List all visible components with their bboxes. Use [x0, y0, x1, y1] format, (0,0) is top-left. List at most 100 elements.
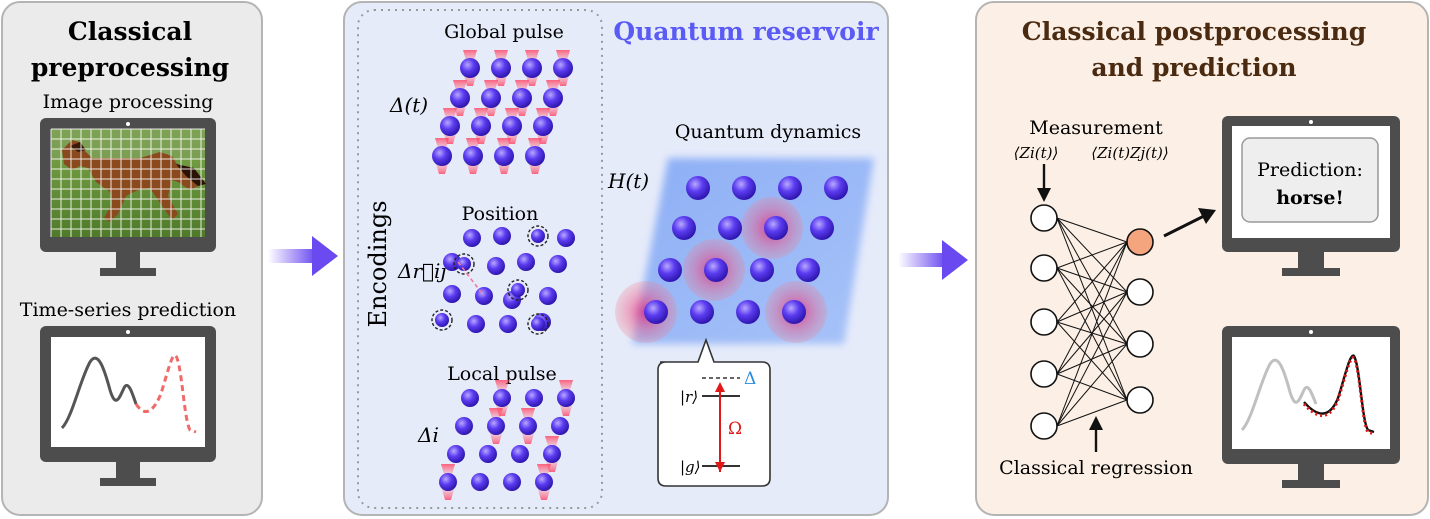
prediction-value: horse! — [1276, 187, 1344, 209]
network-edge — [1056, 373, 1128, 401]
output-arrow — [1163, 214, 1205, 238]
encodings-box — [357, 9, 603, 509]
global-pulse-lattice — [432, 50, 573, 174]
atom — [778, 176, 802, 200]
image-monitor — [40, 118, 216, 276]
input-node — [1030, 412, 1058, 440]
atom — [461, 389, 479, 407]
atom — [463, 146, 483, 166]
forecast-curve — [134, 353, 197, 434]
position-lattice — [431, 225, 575, 335]
atom — [531, 229, 545, 243]
network-edge — [1056, 241, 1128, 323]
preprocessing-panel: Classical preprocessing Image processing… — [1, 1, 263, 516]
output-node-active — [1126, 228, 1154, 256]
atom — [450, 88, 470, 108]
network-edge — [1056, 321, 1128, 401]
atom — [440, 116, 460, 136]
network-edge — [1056, 343, 1128, 427]
observable-pair: ⟨Zi(t)Zj(t)⟩ — [1091, 144, 1168, 162]
atom — [824, 176, 848, 200]
atom — [533, 116, 553, 136]
atom — [471, 473, 489, 491]
atom — [493, 227, 511, 245]
atom — [512, 88, 532, 108]
image-grid-overlay — [50, 128, 205, 237]
postprocessing-panel: Classical postprocessing and prediction … — [975, 1, 1429, 516]
atom — [736, 300, 760, 324]
atom — [447, 445, 465, 463]
atom — [493, 389, 511, 407]
network-edge — [1056, 291, 1128, 427]
reservoir-panel: Quantum reservoir Encodings Global pulse… — [343, 1, 889, 516]
atom — [557, 389, 575, 407]
local-pulse-lattice — [439, 380, 575, 500]
atom — [479, 445, 497, 463]
input-node — [1030, 204, 1058, 232]
time-series-label: Time-series prediction — [20, 299, 236, 321]
atom — [439, 473, 457, 491]
atom — [543, 445, 561, 463]
atom — [502, 116, 522, 136]
atom — [503, 473, 521, 491]
atom — [549, 255, 567, 273]
position-symbol: Δr⃗ij — [397, 259, 447, 283]
atom — [686, 176, 710, 200]
atom — [535, 473, 553, 491]
atom — [718, 216, 742, 240]
atom — [519, 417, 537, 435]
empty-site — [527, 313, 549, 335]
atom — [443, 285, 461, 303]
prediction-monitor: Prediction: horse! — [1222, 116, 1400, 276]
atom — [455, 417, 473, 435]
atom — [457, 257, 471, 271]
dynamics-label: Quantum dynamics — [675, 121, 861, 143]
atom — [704, 258, 728, 282]
image-processing-label: Image processing — [43, 91, 214, 113]
network-edge — [1056, 217, 1128, 243]
empty-site — [507, 279, 529, 301]
atom — [494, 146, 514, 166]
postprocessing-title-line1: Classical postprocessing — [1022, 17, 1366, 46]
history-curve — [60, 356, 138, 430]
atom — [487, 257, 505, 275]
atom — [463, 229, 481, 247]
atom — [551, 417, 569, 435]
detuning-symbol: Δ — [744, 369, 756, 389]
atom — [525, 389, 543, 407]
flow-arrow-2 — [898, 240, 968, 280]
network-edge — [1056, 399, 1128, 427]
atom — [443, 253, 461, 271]
atom — [543, 88, 563, 108]
empty-site — [453, 253, 475, 275]
atom — [460, 58, 480, 78]
atom — [644, 300, 668, 324]
forecast-monitor — [1222, 326, 1400, 488]
atom — [517, 253, 535, 271]
atom — [471, 116, 491, 136]
measurement-label: Measurement — [1029, 117, 1163, 139]
output-node — [1126, 386, 1154, 414]
preprocessing-title-line2: preprocessing — [31, 53, 229, 82]
network-edge — [1056, 241, 1128, 375]
atom — [491, 58, 511, 78]
network-edge — [1056, 267, 1128, 345]
prediction-label: Prediction: — [1257, 159, 1363, 181]
atom — [511, 283, 525, 297]
dynamics-lattice — [615, 176, 848, 343]
atom — [511, 445, 529, 463]
atom — [672, 216, 696, 240]
atom — [481, 88, 501, 108]
postprocessing-title-line2: and prediction — [1091, 53, 1296, 82]
empty-site — [527, 225, 549, 247]
timeseries-monitor — [40, 326, 216, 486]
atom — [467, 315, 485, 333]
atom — [499, 315, 517, 333]
atom — [690, 300, 714, 324]
output-node — [1126, 330, 1154, 358]
network-edge — [1056, 241, 1128, 427]
atom — [732, 176, 756, 200]
atom — [782, 300, 806, 324]
hamiltonian-symbol: H(t) — [607, 169, 649, 193]
